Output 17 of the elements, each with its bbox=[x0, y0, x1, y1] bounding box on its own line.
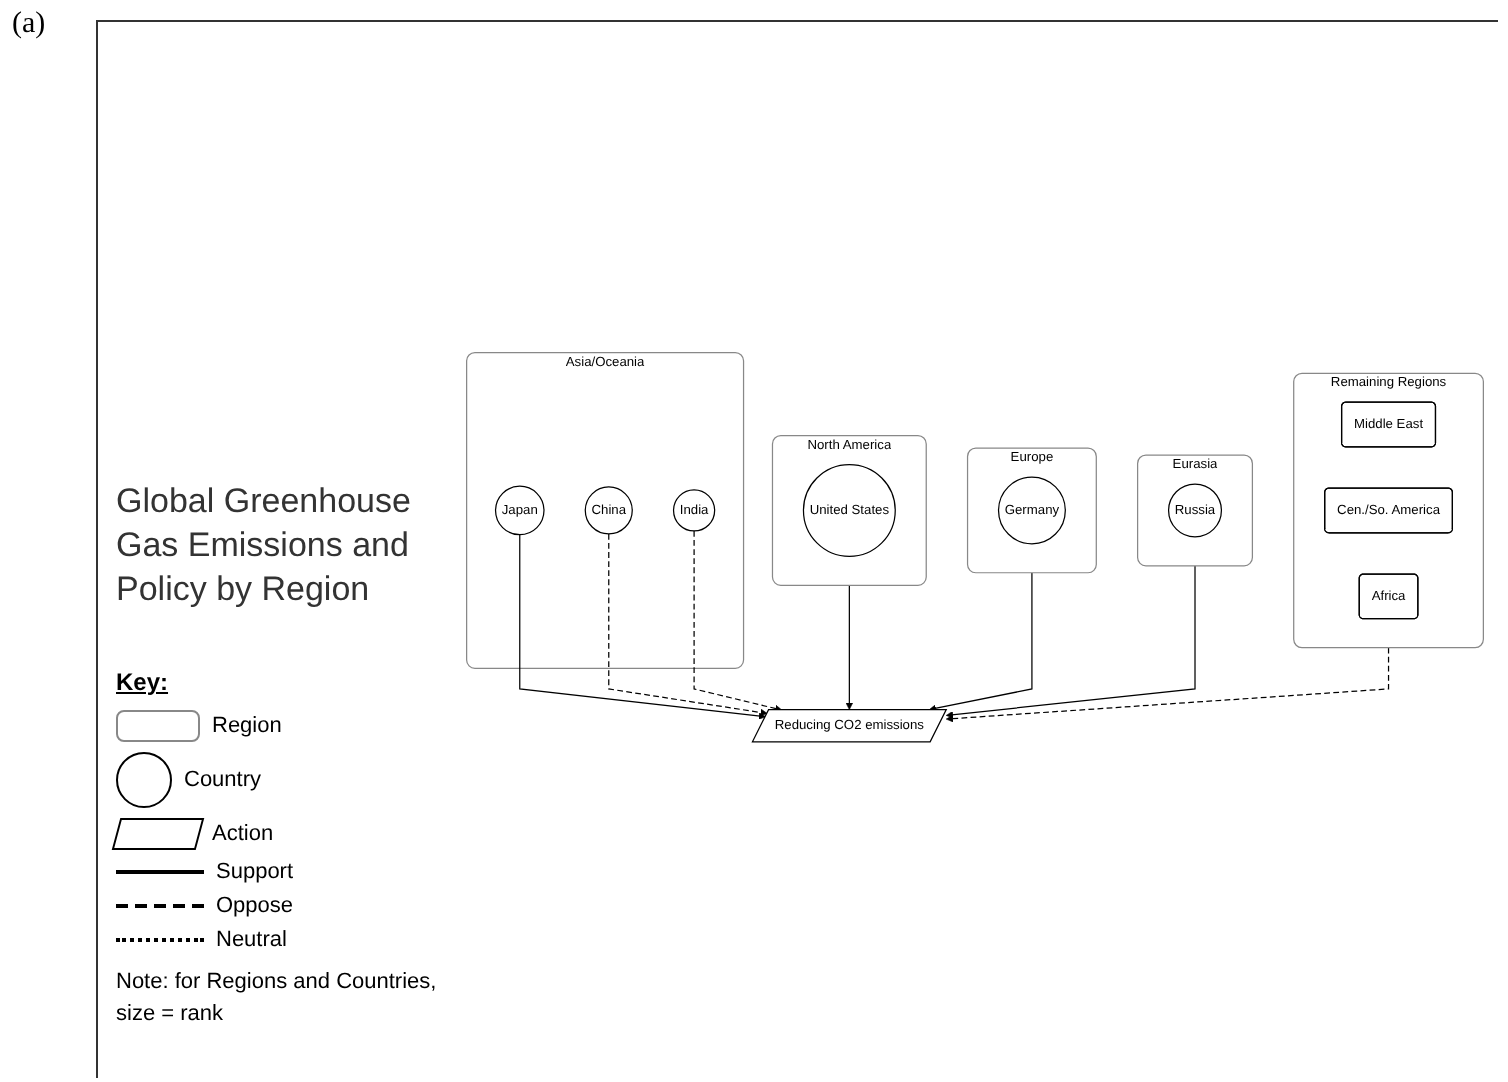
key-heading: Key: bbox=[116, 668, 169, 697]
arrow bbox=[945, 646, 1390, 723]
arrow bbox=[945, 564, 1196, 719]
arrow bbox=[693, 530, 783, 712]
legend-label: Country bbox=[184, 768, 262, 793]
diagram-title: Global Greenhouse Gas Emissions and Policy by Region bbox=[116, 480, 413, 613]
arrow bbox=[519, 533, 766, 720]
arrow bbox=[929, 571, 1033, 712]
legend-label: Support bbox=[216, 860, 294, 885]
arrow bbox=[845, 584, 853, 710]
legend-label: Neutral bbox=[216, 928, 287, 953]
panel-letter: (a) bbox=[12, 8, 46, 42]
legend-label: Oppose bbox=[216, 894, 294, 919]
legend-label: Action bbox=[212, 822, 274, 847]
legend-label: Region bbox=[212, 714, 282, 739]
arrow bbox=[608, 533, 768, 716]
note-text: Note: for Regions and Countries, size = rank bbox=[116, 968, 439, 1030]
